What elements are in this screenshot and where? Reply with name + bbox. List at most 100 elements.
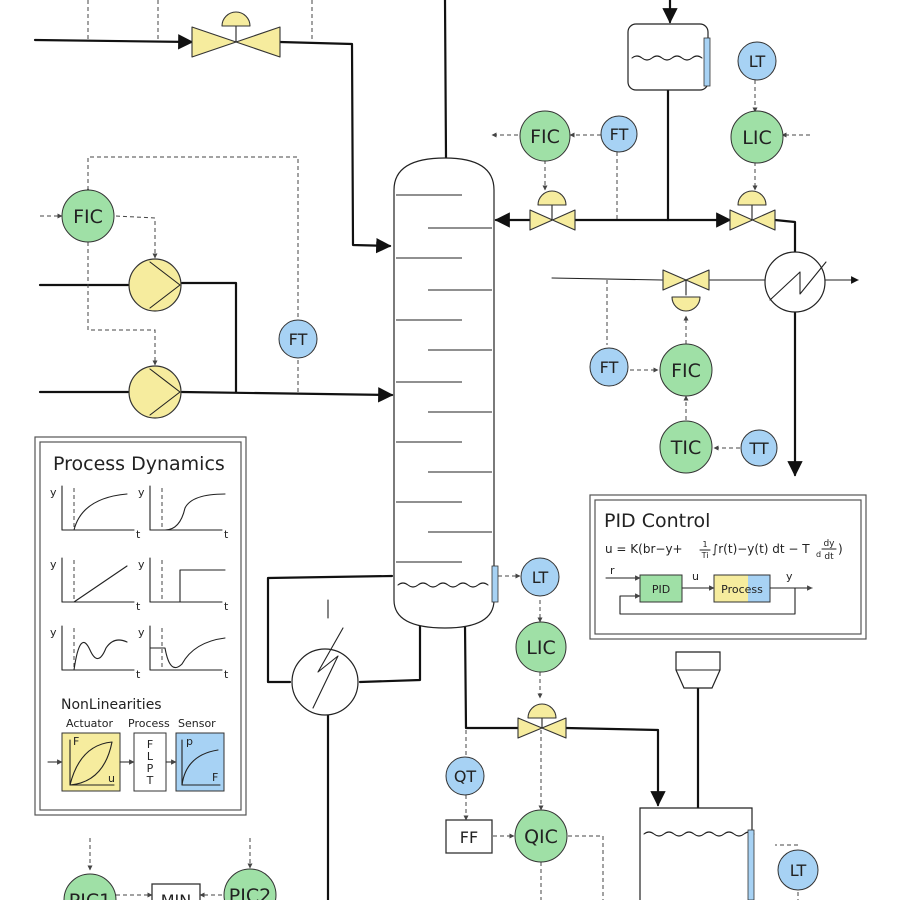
ft-left-label: FT — [289, 330, 308, 349]
plot-y-label: y — [138, 558, 145, 571]
plot-t-label: t — [224, 528, 229, 541]
plot-y-label: y — [50, 558, 57, 571]
control-valve-bottom — [517, 703, 567, 739]
process-dynamics-title: Process Dynamics — [53, 453, 225, 475]
ff-box-label: FF — [460, 828, 478, 847]
fic-top-label: FIC — [530, 126, 560, 148]
plot-t-label: t — [136, 528, 141, 541]
pid-equation-sub: d — [816, 550, 821, 559]
lt-right-bubble: LT — [777, 849, 819, 891]
sensor-p-label: p — [186, 735, 193, 748]
qt-bottom-label: QT — [454, 767, 477, 786]
plot-y-label: y — [50, 626, 57, 639]
column-trays — [396, 194, 492, 563]
actuator-label: Actuator — [66, 717, 113, 730]
pid-equation-tail: ) — [838, 542, 843, 556]
tt-mid-label: TT — [748, 439, 768, 458]
tt-mid-bubble: TT — [740, 429, 778, 467]
distillation-column — [393, 157, 499, 629]
fic-mid-bubble: FIC — [659, 343, 713, 397]
pid-u-label: u — [692, 570, 699, 583]
control-valve-reflux — [529, 190, 576, 231]
process-letter-l: L — [147, 750, 154, 763]
fic-mid-label: FIC — [671, 360, 701, 382]
pid-equation-lead: u = K(br−y+ — [605, 542, 683, 556]
lt-bottom-bubble: LT — [520, 557, 560, 597]
lic-top-label: LIC — [742, 127, 771, 149]
plot-y-label: y — [138, 626, 145, 639]
dynamics-plot: yt — [138, 485, 229, 541]
ft-top-bubble: FT — [600, 115, 638, 153]
reflux-drum — [627, 23, 711, 91]
qic-bottom-label: QIC — [524, 826, 558, 848]
pid-r-label: r — [610, 564, 615, 577]
product-tank — [639, 807, 755, 900]
tic-mid-label: TIC — [670, 437, 701, 459]
dynamics-plot: yt — [50, 557, 141, 613]
qic-bottom-bubble: QIC — [514, 809, 568, 863]
process-pipes — [33, 0, 859, 900]
tic-mid-bubble: TIC — [659, 420, 713, 474]
min-box-label: MIN — [161, 891, 192, 900]
lic-bottom-bubble: LIC — [515, 621, 567, 673]
process-nl-label: Process — [128, 717, 170, 730]
dynamics-plot: yt — [138, 557, 229, 613]
reboiler — [291, 599, 359, 716]
lt-right-label: LT — [790, 861, 807, 880]
plot-y-label: y — [138, 486, 145, 499]
pid-control-panel: PID Control u = K(br−y+ 1 Ti ∫r(t)−y(t) … — [589, 494, 867, 640]
ft-left-bubble: FT — [278, 319, 318, 359]
process-block-label: Process — [721, 583, 763, 596]
plot-t-label: t — [224, 668, 229, 681]
ft-mid-bubble: FT — [589, 347, 629, 387]
ff-box: FF — [445, 819, 493, 854]
lt-top-bubble: LT — [737, 41, 777, 81]
pic2-bubble: PIC2 — [223, 868, 277, 900]
pump-upper — [128, 258, 182, 312]
dynamics-plot: yt — [50, 625, 141, 681]
control-valve-feed — [662, 269, 710, 312]
control-valve-distillate — [729, 190, 776, 231]
dynamics-plot: yt — [138, 625, 229, 681]
process-letter-t: T — [146, 774, 154, 787]
pic2-label: PIC2 — [229, 885, 271, 900]
pump-lower — [128, 365, 182, 419]
hopper — [675, 651, 721, 689]
actuator-u-label: u — [108, 772, 115, 785]
fic-left-bubble: FIC — [61, 189, 115, 243]
plot-t-label: t — [224, 600, 229, 613]
pid-equation-mid: ∫r(t)−y(t) dt − T — [712, 542, 810, 556]
sensor-label: Sensor — [178, 717, 216, 730]
pic1-bubble: PIC1 — [63, 873, 117, 900]
fic-left-label: FIC — [73, 206, 103, 228]
nonlinearities-title: NonLinearities — [61, 697, 162, 713]
pid-deriv-num: dy — [823, 539, 835, 549]
pid-frac-num: 1 — [702, 540, 707, 549]
process-letter-f: F — [147, 738, 153, 751]
pic1-label: PIC1 — [69, 890, 111, 900]
control-valve-top — [191, 11, 281, 58]
process-letter-p: P — [147, 762, 154, 775]
lic-bottom-label: LIC — [526, 637, 555, 659]
pid-frac-den: Ti — [701, 551, 709, 560]
plot-y-label: y — [50, 486, 57, 499]
pid-block-label: PID — [652, 583, 670, 596]
sensor-f-label: F — [212, 771, 218, 784]
lt-bottom-label: LT — [532, 568, 549, 587]
plot-t-label: t — [136, 600, 141, 613]
qt-bottom-bubble: QT — [445, 756, 485, 796]
pid-deriv-den: dt — [824, 552, 834, 562]
pid-y-label: y — [786, 570, 793, 583]
ft-mid-label: FT — [600, 358, 619, 377]
lt-top-label: LT — [749, 52, 766, 71]
plot-t-label: t — [136, 668, 141, 681]
fic-top-bubble: FIC — [519, 110, 571, 162]
ft-top-label: FT — [610, 125, 629, 144]
lic-top-bubble: LIC — [730, 110, 784, 164]
min-box: MIN — [151, 883, 201, 900]
pid-title: PID Control — [604, 510, 710, 532]
heat-exchanger-right — [764, 251, 827, 313]
